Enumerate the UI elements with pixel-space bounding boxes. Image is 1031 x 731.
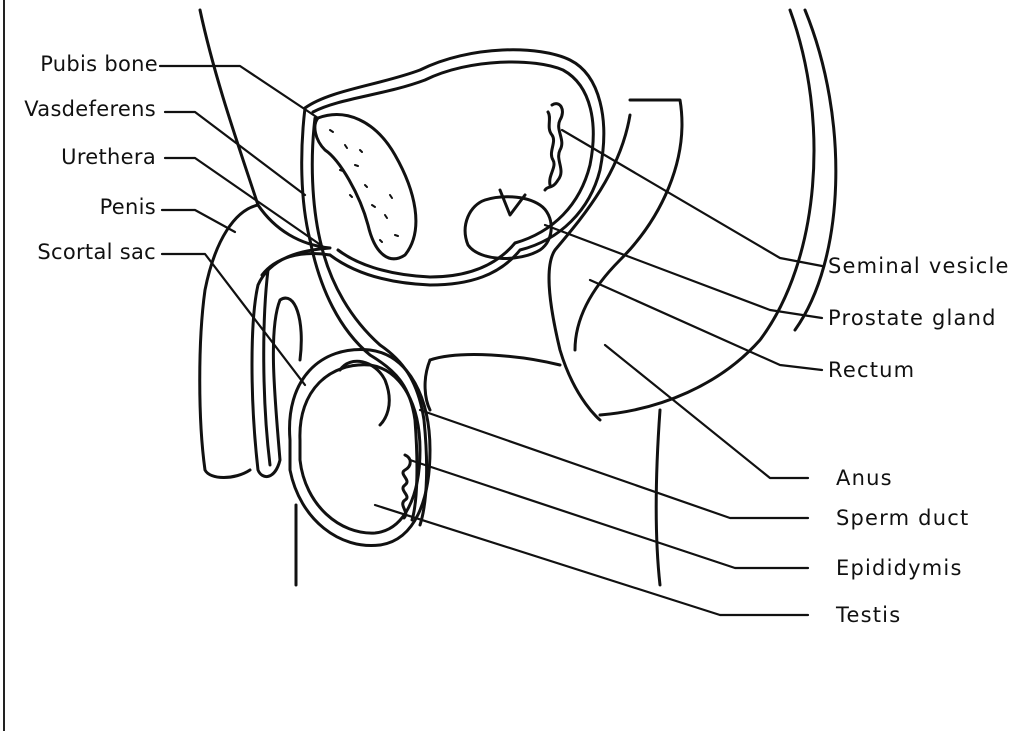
leader-vasdeferens — [165, 112, 305, 195]
bladder-outline — [305, 50, 604, 285]
label-seminal-vesicle: Seminal vesicle — [828, 254, 1010, 278]
testis — [300, 365, 420, 533]
leader-sperm-duct — [420, 410, 808, 518]
rectum-outer — [575, 100, 682, 350]
seminal-vesicle-inner — [548, 112, 554, 185]
label-scrotal-sac: Scortal sac — [6, 240, 156, 264]
label-epididymis: Epididymis — [836, 556, 963, 580]
label-prostate-gland: Prostate gland — [828, 306, 997, 330]
label-vasdeferens: Vasdeferens — [6, 97, 156, 121]
leader-lines — [160, 66, 822, 615]
back-curve-inner — [795, 10, 836, 330]
buttock-lower — [425, 360, 430, 410]
label-anus: Anus — [836, 466, 893, 490]
label-testis: Testis — [836, 603, 901, 627]
leader-scrotal-sac — [162, 254, 305, 385]
leader-pubis-bone — [160, 66, 318, 118]
vas-deferens — [302, 108, 417, 520]
body-front-outline — [200, 10, 258, 478]
leg-back — [656, 410, 660, 585]
label-rectum: Rectum — [828, 358, 915, 382]
back-curve-outer — [600, 10, 814, 415]
label-urethera: Urethera — [6, 145, 156, 169]
urethra — [262, 254, 330, 275]
label-pubis-bone: Pubis bone — [8, 52, 158, 76]
bladder-inner — [313, 62, 593, 277]
label-sperm-duct: Sperm duct — [836, 506, 969, 530]
epididymis-cap — [340, 361, 389, 425]
leader-penis — [162, 210, 235, 232]
label-penis: Penis — [6, 195, 156, 219]
ejaculatory-v — [500, 190, 525, 215]
leader-testis — [375, 505, 808, 615]
buttock-line — [430, 355, 560, 365]
pubis-bone-texture — [330, 130, 398, 242]
penis-inner — [264, 270, 270, 465]
